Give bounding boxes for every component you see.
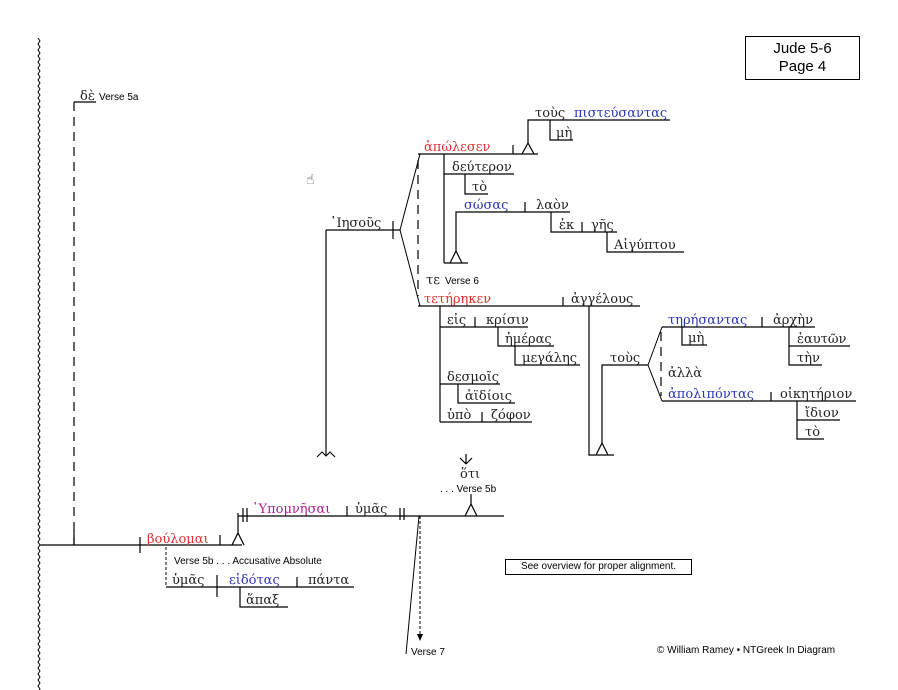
word-apolesen: ἀπώλεσεν	[424, 140, 491, 155]
word-archen: ἀρχὴν	[773, 313, 813, 328]
title-passage: Jude 5-6	[773, 40, 832, 57]
word-apolipontas: ἀπολιπόντας	[668, 387, 754, 402]
accusative-absolute: Verse 5b . . . Accusative Absolute ὑμᾶς …	[165, 547, 354, 608]
word-hypo: ὑπὸ	[447, 408, 471, 423]
word-pisteusantas: πιστεύσαντας	[574, 106, 667, 121]
word-tous2: τοὺς	[610, 351, 640, 366]
main-clause: βούλομαι	[40, 513, 245, 553]
verb-apolesen: ἀπώλεσεν τοὺς πιστεύσαντας μὴ δεύτερον τ…	[418, 106, 684, 264]
label-verse5b: . . . Verse 5b	[440, 484, 497, 495]
word-de: δὲ	[80, 89, 95, 104]
page-border-zigzag	[37, 37, 41, 690]
label-acc-absolute: Verse 5b . . . Accusative Absolute	[174, 556, 322, 567]
word-desmois: δεσμοῖς	[447, 370, 499, 385]
page-title-box: Jude 5-6 Page 4	[745, 36, 860, 80]
word-hapax: ἅπαξ	[246, 593, 279, 608]
word-idion: ἴδιον	[805, 405, 839, 421]
word-eidotas: εἰδότας	[229, 572, 280, 588]
word-to2: τὸ	[805, 425, 820, 440]
word-me2: μὴ	[688, 331, 704, 346]
title-page: Page 4	[778, 58, 827, 75]
word-me1: μὴ	[556, 126, 572, 141]
word-megales: μεγάλης	[522, 351, 577, 366]
word-iesous: ᾿Ιησοῦς	[330, 216, 381, 231]
hand-cursor-icon: ☝	[306, 172, 315, 188]
word-laon: λαὸν	[536, 198, 569, 213]
word-krisin: κρίσιν	[486, 313, 529, 328]
infinitive-clause: ῾Υπομνῆσαι ὑμᾶς . . . Verse 5b ὅτι	[238, 454, 504, 522]
word-angelous: ἀγγέλους	[571, 292, 633, 307]
word-hymas2: ὑμᾶς	[172, 573, 204, 588]
word-hymas1: ὑμᾶς	[355, 502, 387, 517]
word-deuteron: δεύτερον	[452, 160, 512, 175]
word-ten: τὴν	[797, 351, 820, 366]
word-aigyptou: Αἰγύπτου	[613, 237, 676, 253]
word-teteteken: τετήρηκεν	[424, 292, 491, 307]
word-te: τε	[426, 273, 440, 288]
label-verse5a: Verse 5a	[99, 92, 139, 103]
subject-iesous: ᾿Ιησοῦς	[316, 153, 421, 458]
word-to1: τὸ	[472, 180, 487, 195]
alignment-note: See overview for proper alignment.	[505, 559, 692, 575]
word-ges: γῆς	[591, 218, 614, 233]
word-hoti: ὅτι	[460, 467, 480, 482]
word-teresantas: τηρήσαντας	[668, 313, 747, 328]
word-aidiois: ἀϊδίοις	[465, 389, 512, 404]
word-boulomai: βούλομαι	[147, 532, 209, 547]
verb-teteteken: τετήρηκεν ἀγγέλους εἰς κρίσιν ἡμέρας μεγ…	[418, 292, 856, 456]
conjunction-de: δὲ Verse 5a	[73, 89, 139, 545]
word-tous1: τοὺς	[535, 106, 565, 121]
label-verse6: Verse 6	[445, 276, 479, 287]
word-heauton: ἑαυτῶν	[797, 332, 846, 347]
word-hemeras: ἡμέρας	[505, 332, 552, 347]
word-eis: εἰς	[447, 312, 466, 328]
copyright-footer: © William Ramey • NTGreek In Diagram	[657, 645, 836, 656]
word-alla: ἀλλὰ	[668, 366, 702, 381]
word-zophon: ζόφον	[491, 408, 531, 423]
word-oiketerion: οἰκητήριον	[780, 386, 852, 402]
verse7-connector: Verse 7	[405, 515, 445, 658]
word-sosas: σώσας	[464, 198, 508, 213]
word-ek: ἐκ	[559, 218, 574, 233]
label-verse7: Verse 7	[411, 647, 445, 658]
word-hypomnesai: ῾Υπομνῆσαι	[252, 502, 330, 517]
word-panta: πάντα	[308, 573, 349, 588]
